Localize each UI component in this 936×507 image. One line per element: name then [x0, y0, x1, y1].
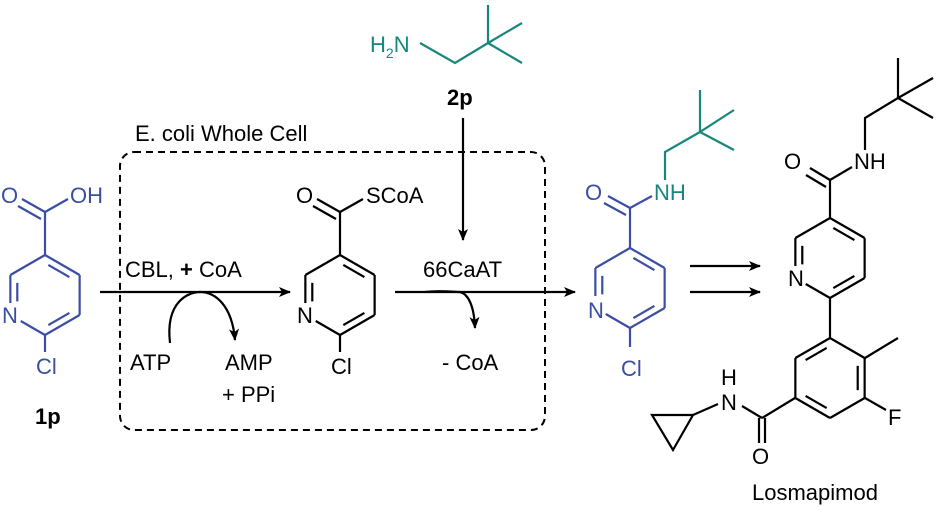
bond	[863, 97, 899, 150]
ring-bond	[339, 314, 376, 336]
ring-bond	[794, 217, 831, 239]
compound-label-2p: 2p	[447, 85, 473, 110]
ring-bond	[44, 314, 81, 336]
ring-double-bond	[805, 346, 828, 362]
ring-bond	[9, 254, 46, 276]
atom-o: O	[296, 183, 313, 208]
step2-enzyme: 66CaAT	[423, 257, 502, 282]
methyl-bond	[864, 337, 899, 359]
amp-label: AMP	[225, 350, 273, 375]
ring-bond	[629, 247, 666, 269]
bond	[897, 97, 934, 119]
bond	[17, 205, 42, 220]
ring-bond	[629, 307, 666, 329]
bond	[312, 205, 337, 220]
atom-h: H	[721, 365, 737, 390]
atom-o: O	[585, 180, 602, 205]
coa-release-label: - CoA	[442, 350, 499, 375]
atom-cl: Cl	[36, 354, 57, 379]
bond	[829, 166, 853, 181]
atom-nh: NH	[854, 149, 886, 174]
compound-1p: O OH N Cl 1p	[1, 183, 103, 429]
bond	[487, 42, 523, 64]
ring-bond	[605, 313, 631, 329]
ring-double-bond	[832, 226, 855, 242]
atom-n: N	[2, 303, 18, 328]
atom-cl: Cl	[621, 356, 642, 381]
losmapimod-label: Losmapimod	[752, 480, 878, 505]
atom-o: O	[752, 444, 769, 469]
compound-2p: H2N 2p	[370, 5, 523, 110]
losmapimod: O NH N F O H N Losmapimod	[650, 58, 934, 505]
ring-double-bond	[47, 311, 70, 327]
atom-n: N	[721, 390, 737, 415]
atom-n: N	[588, 298, 604, 323]
bond	[419, 42, 489, 65]
ring-double-bond	[342, 263, 365, 279]
bond	[339, 198, 364, 213]
ring-bond	[829, 277, 866, 299]
ring-double-bond	[632, 304, 655, 320]
ring-double-bond	[47, 263, 70, 279]
bond	[699, 131, 735, 151]
ring-double-bond	[832, 274, 855, 290]
atom-cl: Cl	[331, 354, 352, 379]
bond	[603, 202, 627, 216]
ring-bond	[44, 254, 81, 276]
atom-scoa: SCoA	[366, 183, 424, 208]
bond	[699, 109, 735, 133]
ring-bond	[315, 320, 341, 336]
ring-bond	[829, 337, 866, 359]
bond	[607, 195, 631, 209]
bond	[741, 405, 763, 419]
bond	[316, 198, 341, 213]
atp-label: ATP	[130, 350, 171, 375]
ring-bond	[805, 283, 831, 299]
bond	[897, 77, 934, 99]
ring-double-bond	[632, 256, 655, 272]
step1-conditions: CBL, + CoA	[125, 257, 242, 282]
bond	[692, 402, 719, 417]
bond	[805, 174, 827, 188]
atom-o: O	[784, 149, 801, 174]
ring-double-bond	[805, 394, 828, 410]
atom-oh: OH	[70, 183, 103, 208]
atp-curved-arrow	[168, 290, 240, 344]
bond	[487, 22, 523, 44]
ring-double-bond	[342, 311, 365, 327]
ppi-label: + PPi	[222, 382, 275, 407]
atom-f: F	[888, 405, 901, 430]
atom-n: N	[297, 303, 313, 328]
ring-bond	[829, 217, 866, 239]
whole-cell-label: E. coli Whole Cell	[135, 121, 307, 146]
bond	[864, 397, 887, 411]
amide-product: O NH N Cl	[585, 90, 735, 381]
ring-bond	[594, 247, 631, 269]
bond	[809, 167, 831, 181]
bond	[629, 195, 653, 209]
atom-n: N	[788, 266, 804, 291]
ring-bond	[20, 320, 46, 336]
ring-bond	[794, 397, 831, 419]
compound-label-1p: 1p	[35, 404, 61, 429]
cyclopropyl-ring	[650, 413, 695, 453]
ring-bond	[339, 254, 376, 276]
bond	[761, 397, 796, 419]
ring-bond	[304, 254, 341, 276]
ring-bond	[794, 337, 831, 359]
bond	[21, 198, 46, 213]
ring-bond	[829, 397, 866, 419]
bond	[663, 131, 701, 180]
coa-release-arrow	[424, 290, 480, 329]
atom-h2n: H2N	[370, 32, 410, 61]
acyl-coa-intermediate: O SCoA N Cl	[296, 183, 424, 379]
atom-nh: NH	[654, 180, 686, 205]
bond	[44, 198, 69, 213]
atom-o: O	[1, 183, 18, 208]
